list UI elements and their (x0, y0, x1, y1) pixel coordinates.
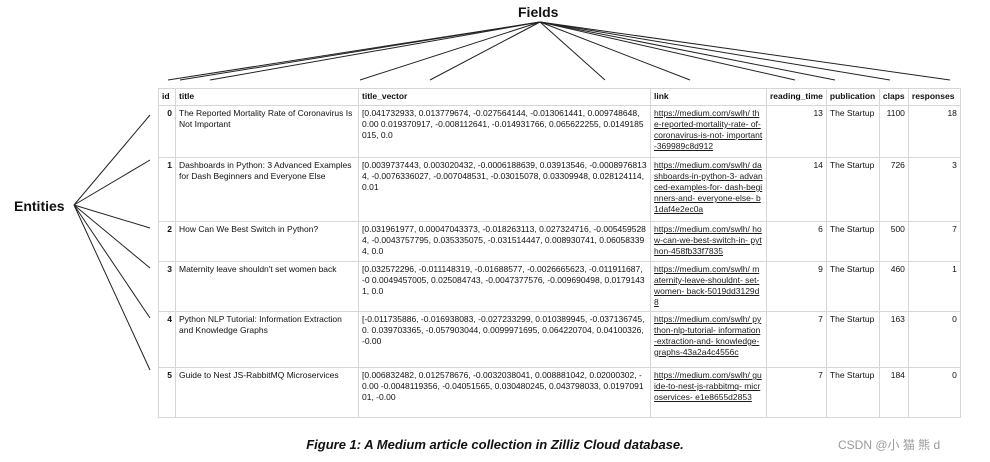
cell-link[interactable]: https://medium.com/swlh/ python-nlp-tuto… (650, 311, 767, 368)
col-header-id: id (158, 88, 176, 106)
cell-vector: [0.032572296, -0.011148319, -0.01688577,… (358, 261, 651, 312)
col-header-publication: publication (825, 88, 880, 106)
cell-title: The Reported Mortality Rate of Coronavir… (175, 105, 359, 158)
cell-title: Dashboards in Python: 3 Advanced Example… (175, 157, 359, 222)
cell-claps: 1100 (878, 105, 909, 158)
cell-responses: 0 (907, 367, 961, 418)
header-row: id title title_vector link reading_time … (158, 88, 961, 106)
col-header-title: title (175, 88, 359, 106)
cell-vector: [0.031961977, 0.00047043373, -0.01826311… (358, 221, 651, 262)
fields-label: Fields (518, 4, 559, 20)
cell-title: Python NLP Tutorial: Information Extract… (175, 311, 359, 368)
table-row: 1 Dashboards in Python: 3 Advanced Examp… (158, 157, 961, 222)
data-table: id title title_vector link reading_time … (158, 88, 961, 418)
cell-title: How Can We Best Switch in Python? (175, 221, 359, 262)
cell-link[interactable]: https://medium.com/swlh/ maternity-leave… (650, 261, 767, 312)
cell-vector: [0.041732933, 0.013779674, -0.027564144,… (358, 105, 651, 158)
cell-link[interactable]: https://medium.com/swlh/ the-reported-mo… (650, 105, 767, 158)
cell-reading-time: 14 (766, 157, 827, 222)
cell-responses: 0 (907, 311, 961, 368)
cell-id: 5 (158, 367, 176, 418)
figure-caption: Figure 1: A Medium article collection in… (306, 437, 684, 452)
table-row: 0 The Reported Mortality Rate of Coronav… (158, 105, 961, 158)
cell-id: 0 (158, 105, 176, 158)
col-header-claps: claps (878, 88, 909, 106)
cell-publication: The Startup (825, 157, 880, 222)
cell-title: Guide to Nest JS-RabbitMQ Microservices (175, 367, 359, 418)
cell-id: 3 (158, 261, 176, 312)
cell-responses: 1 (907, 261, 961, 312)
cell-id: 4 (158, 311, 176, 368)
cell-claps: 726 (878, 157, 909, 222)
cell-id: 2 (158, 221, 176, 262)
cell-publication: The Startup (825, 221, 880, 262)
cell-vector: [-0.011735886, -0.016938083, -0.02723329… (358, 311, 651, 368)
watermark: CSDN @小 猫 熊 d (838, 438, 941, 452)
cell-link[interactable]: https://medium.com/swlh/ guide-to-nest-j… (650, 367, 767, 418)
cell-reading-time: 9 (766, 261, 827, 312)
cell-responses: 3 (907, 157, 961, 222)
col-header-link: link (650, 88, 767, 106)
cell-reading-time: 13 (766, 105, 827, 158)
cell-link[interactable]: https://medium.com/swlh/ dashboards-in-p… (650, 157, 767, 222)
table-row: 3 Maternity leave shouldn't set women ba… (158, 261, 961, 312)
cell-publication: The Startup (825, 311, 880, 368)
cell-publication: The Startup (825, 105, 880, 158)
cell-reading-time: 6 (766, 221, 827, 262)
cell-publication: The Startup (825, 367, 880, 418)
cell-responses: 7 (907, 221, 961, 262)
col-header-reading-time: reading_time (766, 88, 827, 106)
cell-title: Maternity leave shouldn't set women back (175, 261, 359, 312)
col-header-responses: responses (907, 88, 961, 106)
cell-reading-time: 7 (766, 367, 827, 418)
cell-claps: 500 (878, 221, 909, 262)
table-row: 2 How Can We Best Switch in Python? [0.0… (158, 221, 961, 262)
cell-responses: 18 (907, 105, 961, 158)
table-row: 4 Python NLP Tutorial: Information Extra… (158, 311, 961, 368)
cell-vector: [0.0039737443, 0.003020432, -0.000618863… (358, 157, 651, 222)
table-row: 5 Guide to Nest JS-RabbitMQ Microservice… (158, 367, 961, 418)
cell-claps: 184 (878, 367, 909, 418)
cell-link[interactable]: https://medium.com/swlh/ how-can-we-best… (650, 221, 767, 262)
col-header-title-vector: title_vector (358, 88, 651, 106)
cell-claps: 460 (878, 261, 909, 312)
cell-id: 1 (158, 157, 176, 222)
cell-publication: The Startup (825, 261, 880, 312)
cell-reading-time: 7 (766, 311, 827, 368)
cell-vector: [0.006832482, 0.012578676, -0.0032038041… (358, 367, 651, 418)
entities-label: Entities (14, 198, 65, 214)
cell-claps: 163 (878, 311, 909, 368)
